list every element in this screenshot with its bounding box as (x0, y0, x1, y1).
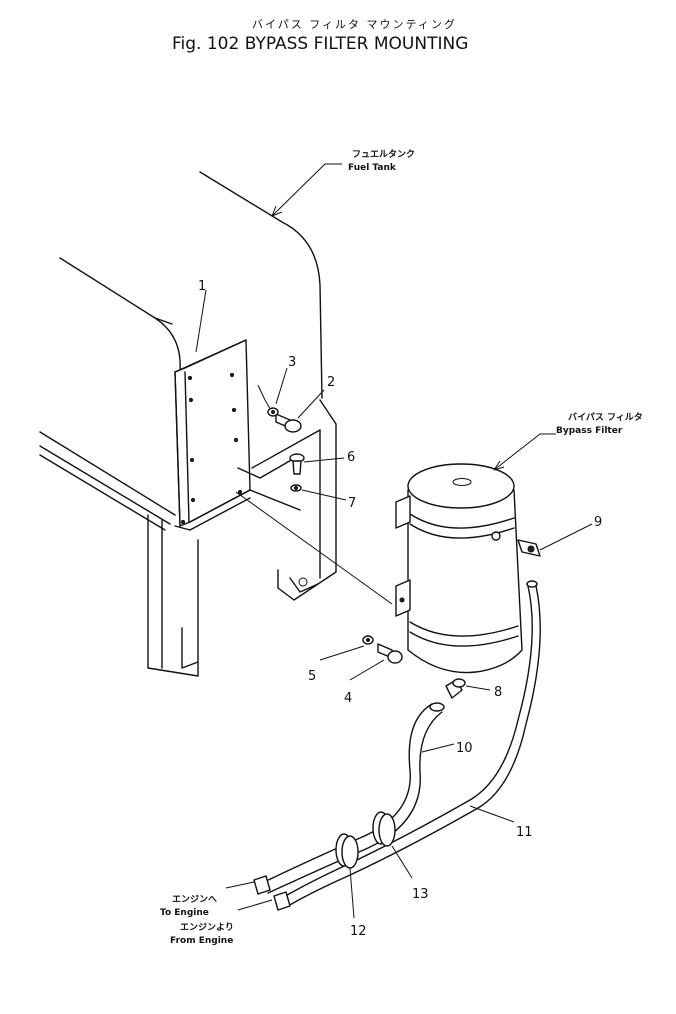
title-japanese: バイパス フィルタ マウンティング (252, 17, 457, 31)
fuel-tank-label: Fuel Tank (348, 163, 397, 173)
part-number-9: 9 (594, 515, 602, 530)
clamp-part-13 (372, 811, 396, 847)
hose-part-10 (253, 702, 445, 895)
clamp-part-12 (335, 833, 359, 869)
part-number-1: 1 (198, 279, 206, 294)
to-engine-label-jp: エンジンへ (172, 894, 217, 905)
part-number-4: 4 (344, 691, 352, 706)
part-number-5: 5 (308, 669, 316, 684)
part-number-7: 7 (348, 496, 356, 511)
fitting-part-9 (517, 539, 541, 557)
to-engine-label: To Engine (160, 908, 209, 918)
bypass-filter-canister (395, 463, 523, 674)
from-engine-label: From Engine (170, 936, 233, 946)
fuel-tank-label-jp: フュエルタンク (352, 148, 415, 160)
washer-part-3 (267, 407, 279, 417)
bolt-part-4 (377, 643, 403, 664)
bracket-to-filter-leader (235, 491, 393, 605)
elbow-part-8 (445, 678, 466, 699)
part-number-12: 12 (350, 924, 367, 939)
part-number-8: 8 (494, 685, 502, 700)
part-number-13: 13 (412, 887, 429, 902)
from-engine-label-jp: エンジンより (180, 922, 234, 933)
page-title: Fig. 102 BYPASS FILTER MOUNTING (172, 34, 468, 54)
part-number-3: 3 (288, 355, 296, 370)
part-number-10: 10 (456, 741, 473, 756)
bolt-part-2 (275, 413, 302, 433)
hose-part-11 (273, 580, 541, 911)
bypass-filter-label: Bypass Filter (556, 426, 623, 436)
bolt-part-6 (289, 453, 305, 475)
mounting-bracket (174, 339, 301, 531)
bypass-filter-label-jp: バイパス フィルタ (568, 411, 643, 423)
fuel-tank (39, 171, 337, 677)
washer-part-5 (362, 635, 374, 645)
fuel-tank-arrow (271, 163, 342, 217)
bypass-filter-arrow (493, 433, 556, 471)
part-number-2: 2 (327, 375, 335, 390)
washer-part-7 (290, 484, 302, 492)
part-number-11: 11 (516, 825, 533, 840)
part-number-6: 6 (347, 450, 355, 465)
